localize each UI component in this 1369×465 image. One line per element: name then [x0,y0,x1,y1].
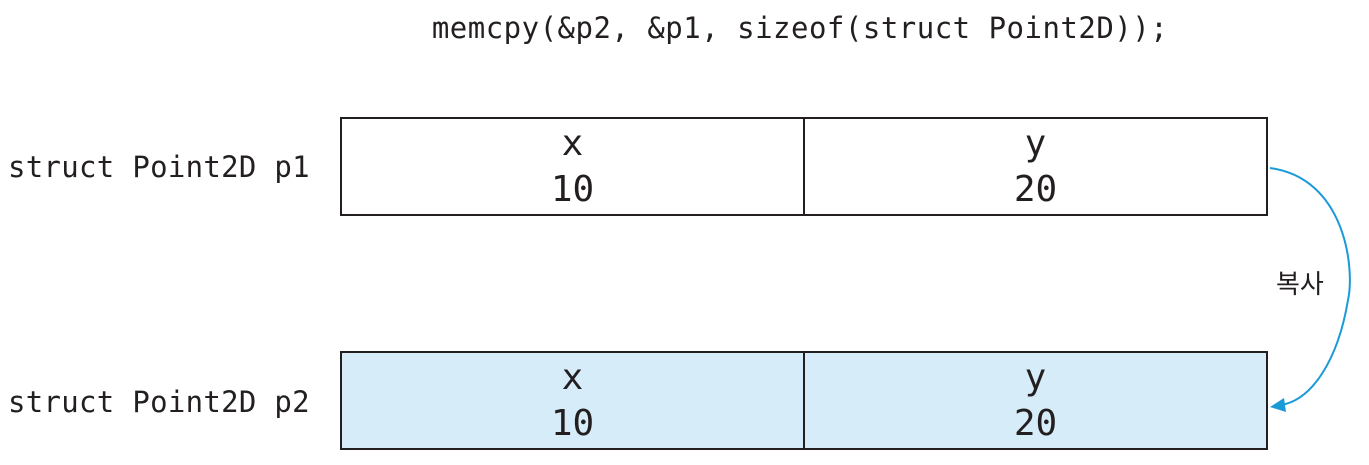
p1-struct-box: x 10 y 20 [340,117,1268,216]
p1-field-y-name: y [1024,122,1047,164]
p1-field-y-value: 20 [1013,168,1058,210]
copy-arrow-curve [1269,167,1351,406]
p2-label: struct Point2D p2 [8,385,310,419]
p2-field-y-value: 20 [1013,402,1058,444]
p1-field-x-name: x [561,122,584,164]
p1-field-x-value: 10 [550,168,595,210]
p1-label: struct Point2D p1 [8,150,310,184]
p1-field-y: y 20 [803,119,1266,214]
copy-arrow-head [1270,398,1286,412]
copy-label: 복사 [1276,270,1324,300]
p2-field-x-name: x [561,356,584,398]
p2-field-x: x 10 [342,353,803,448]
memcpy-code-line: memcpy(&p2, &p1, sizeof(struct Point2D))… [431,11,1169,45]
p2-field-x-value: 10 [550,402,595,444]
p2-field-y-name: y [1024,356,1047,398]
p2-struct-box: x 10 y 20 [340,351,1268,450]
p1-field-x: x 10 [342,119,803,214]
p2-field-y: y 20 [803,353,1266,448]
